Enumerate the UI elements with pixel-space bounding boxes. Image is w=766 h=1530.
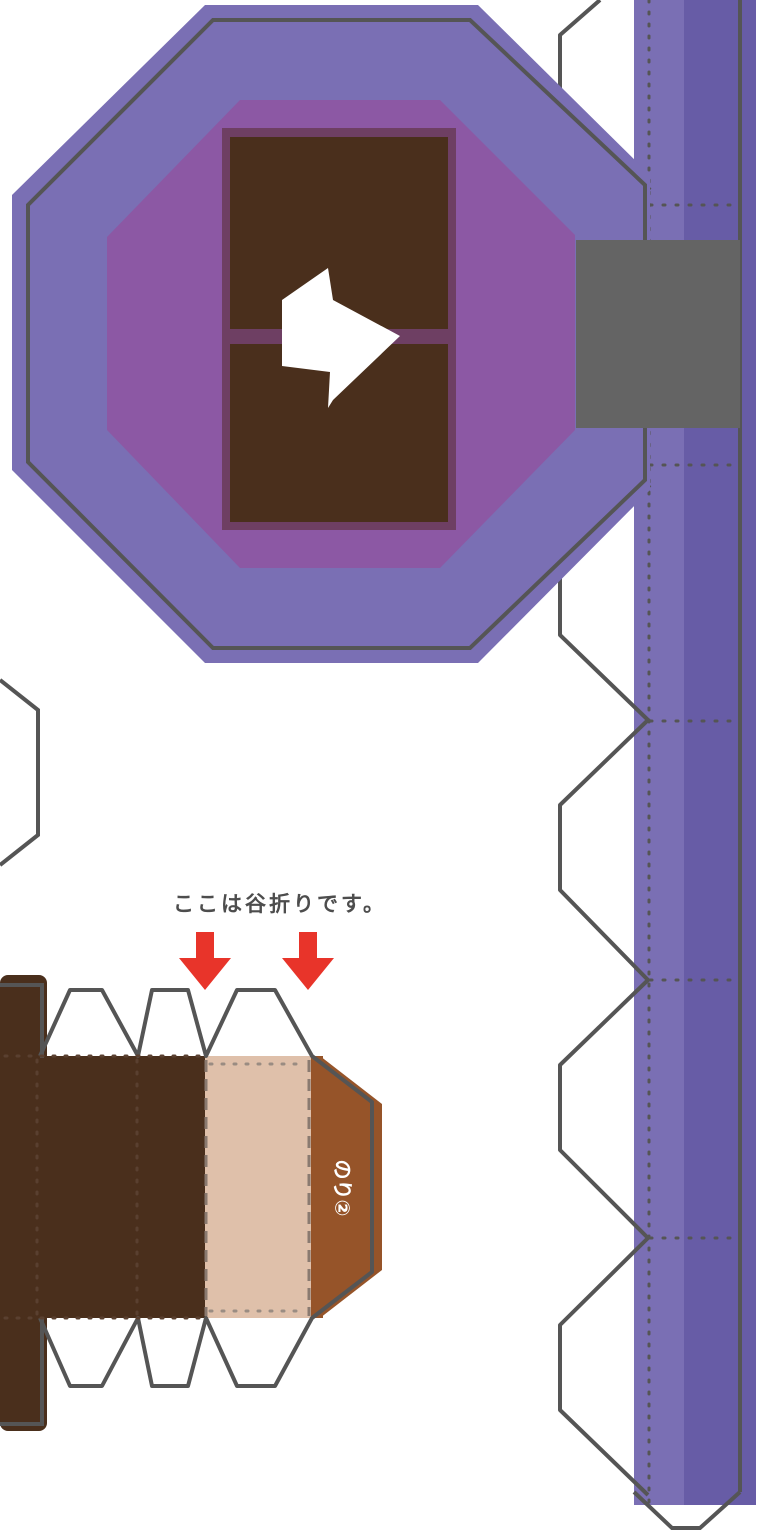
down-arrow-icon [282,932,334,990]
glue-flap [320,1056,382,1318]
box-brown-strip [311,1056,323,1318]
down-arrow-icon [179,932,231,990]
grey-connector [576,240,740,428]
right-arrow-icon [282,268,400,408]
door-upper [230,137,448,329]
box-fold-lines [3,1054,207,1320]
box-side-panel [0,975,47,1431]
valley-fold-lines [204,1060,311,1316]
purple-strip [632,0,756,1530]
fold-arrows [179,932,334,990]
octagon-panel [12,5,740,663]
box-front-face [40,1056,205,1318]
valley-fold-note: ここは谷折りです。 [173,892,387,916]
brown-box-net [0,975,382,1431]
left-hexagon-edge [0,678,40,867]
octagon-cut-line [26,18,647,650]
strip-cross-folds [648,203,742,1240]
box-tan-face [205,1056,311,1318]
glue-label: のり② [330,1159,355,1217]
strip-dark-face [684,0,756,1505]
box-tan-fold-lines [208,1062,308,1313]
box-cut-outline [38,988,374,1388]
